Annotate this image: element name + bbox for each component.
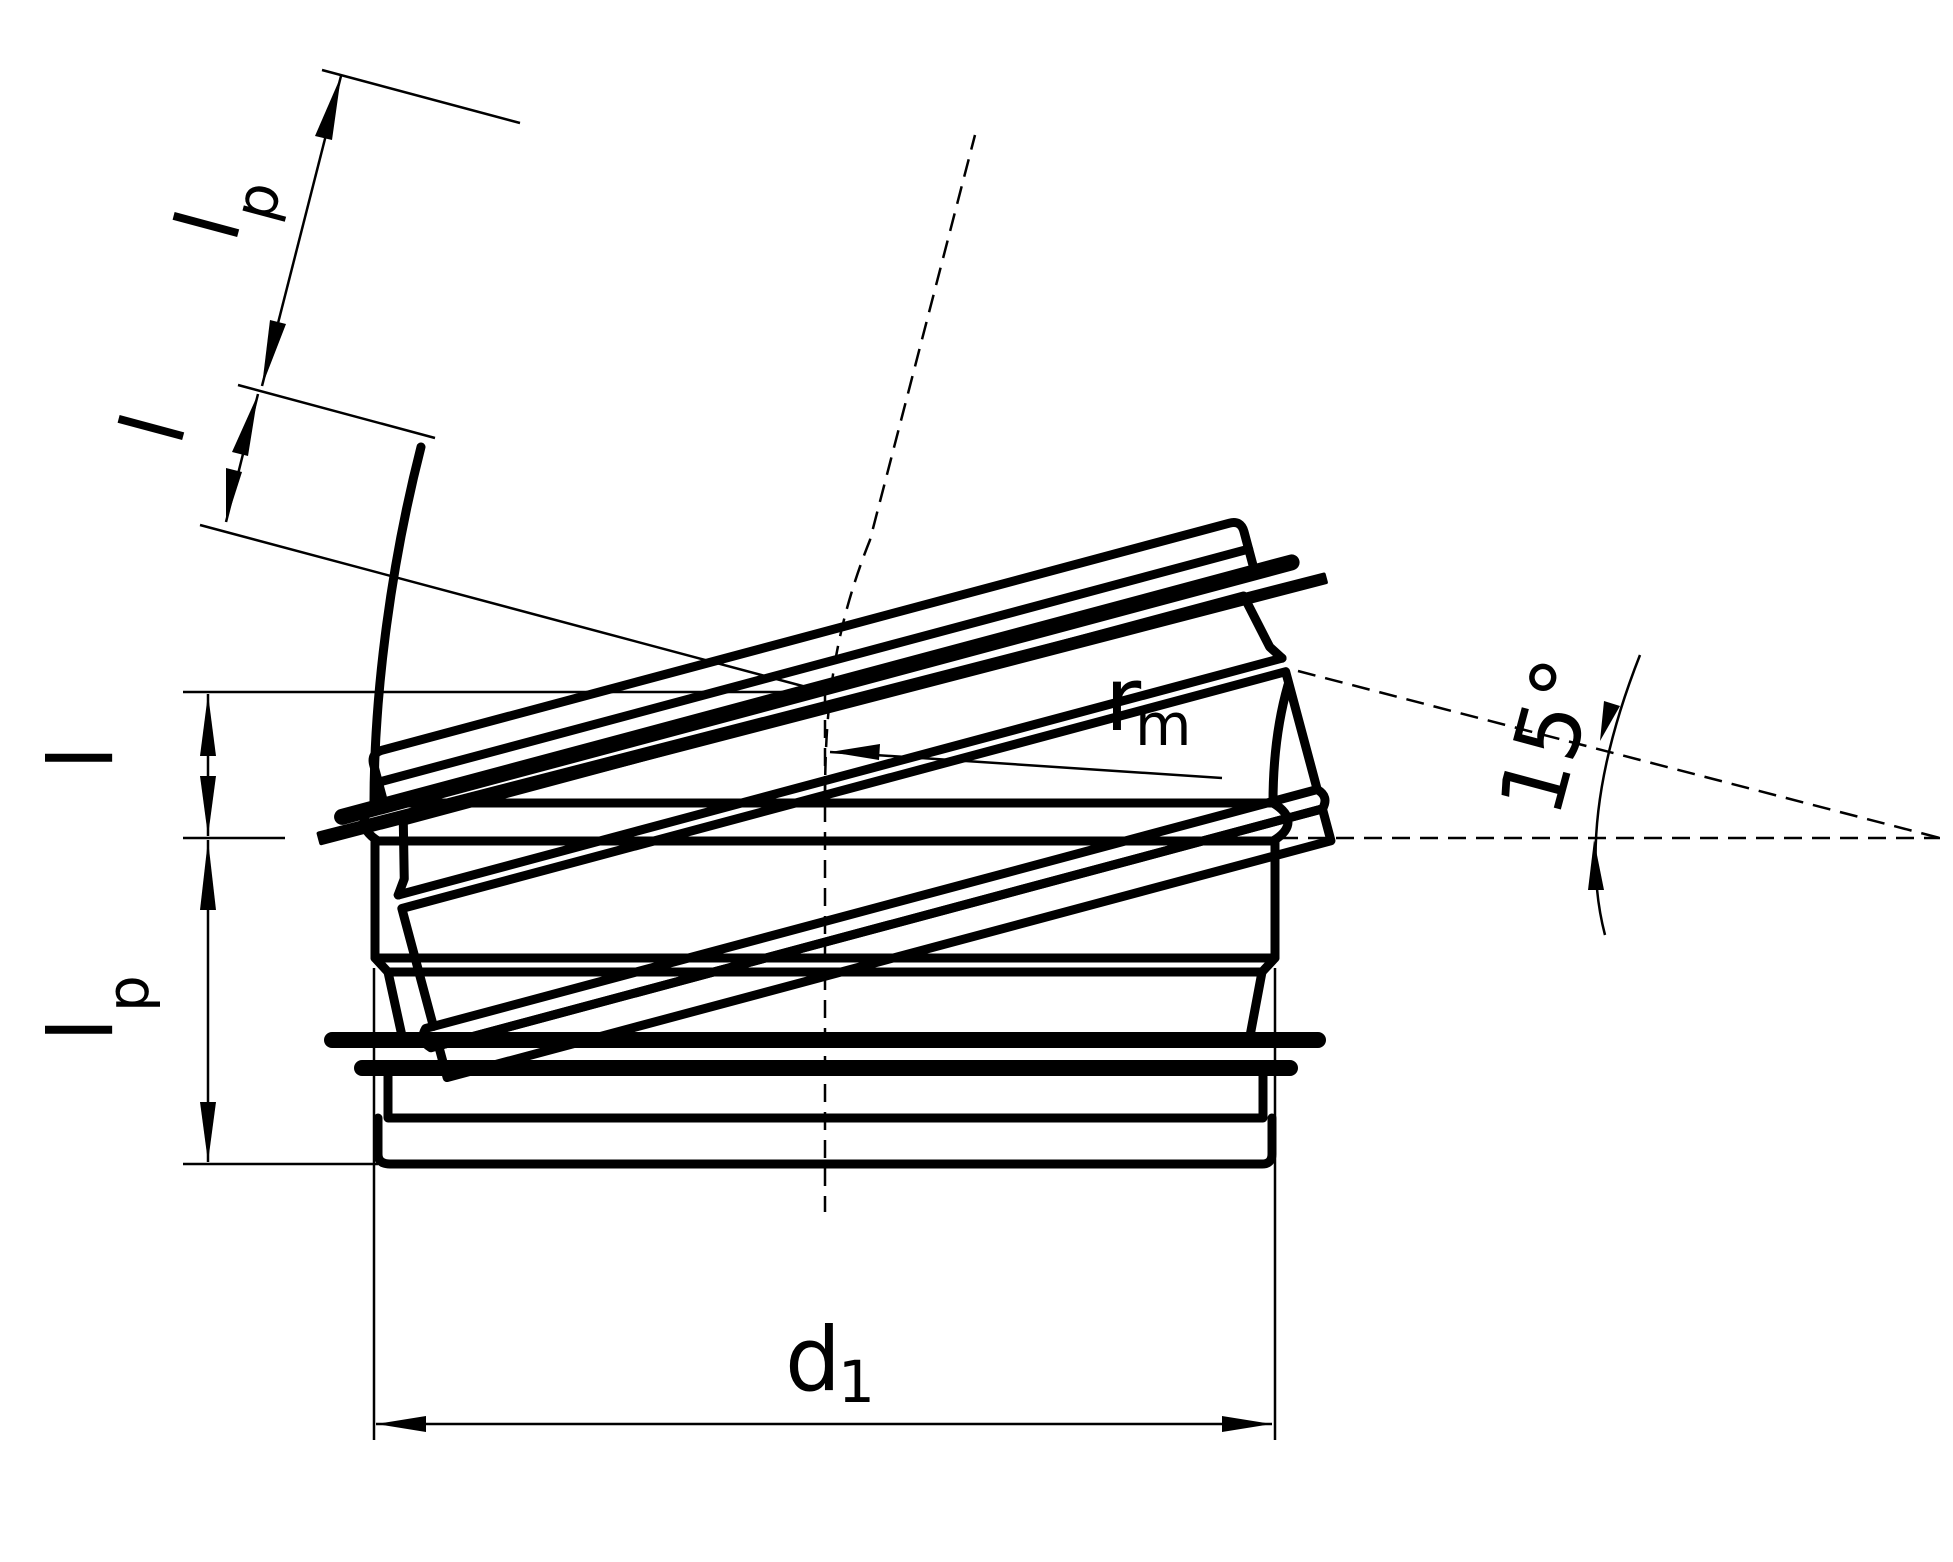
ext-line-top-3: [199, 523, 826, 694]
arrow-d1-right: [1222, 1416, 1272, 1432]
upper-collar: [418, 785, 1330, 1053]
label-rm-main: r: [1105, 648, 1142, 751]
arrow-l-left-top: [200, 694, 216, 756]
arrow-rm: [830, 744, 880, 760]
arrow-angle-lower: [1588, 840, 1604, 890]
elbow-left-wall: [369, 442, 426, 808]
arrow-l-left-bottom: [200, 776, 216, 836]
label-l-top: l: [101, 403, 207, 453]
dim-line-rm: [829, 750, 1223, 780]
label-d1-sub: 1: [838, 1348, 875, 1416]
ext-line-top-1: [321, 68, 521, 125]
arrow-lp-left-top: [200, 840, 216, 910]
label-lp-left: l p: [30, 975, 162, 1042]
lower-cap-rim: [373, 1113, 1277, 1169]
arrow-l-top-upper: [232, 394, 258, 456]
arrow-lp-top-upper: [315, 76, 341, 140]
upper-socket: [316, 518, 1336, 1083]
angle-arc-15: [1594, 654, 1642, 936]
elbow-right-wall: [1268, 680, 1293, 808]
label-lp-left-sub: p: [94, 975, 162, 1012]
upper-ridge: [393, 653, 1287, 900]
label-rm-sub: m: [1135, 691, 1192, 759]
label-angle: 15°: [1479, 648, 1619, 825]
label-l-left-text: l: [30, 746, 133, 770]
upper-gasket: [316, 572, 1328, 846]
lower-taper: [383, 967, 1267, 1041]
arrow-lp-top-lower: [262, 320, 286, 386]
label-lp-left-main: l: [30, 1018, 133, 1042]
upper-cap-inner: [373, 544, 1254, 787]
arrow-angle-upper: [1600, 701, 1620, 741]
label-angle-text: 15°: [1479, 648, 1619, 825]
arrow-lp-left-bottom: [200, 1102, 216, 1162]
upper-barrel: [397, 667, 1322, 1031]
bend-centerline: [823, 134, 977, 804]
arrow-l-top-lower: [226, 468, 242, 522]
label-l-top-text: l: [101, 403, 207, 453]
label-d1-main: d: [785, 1308, 841, 1411]
label-l-left: l: [30, 746, 133, 770]
label-lp-top: l p: [156, 174, 295, 250]
angled-reference-line: [1297, 669, 1941, 840]
arrow-d1-left: [376, 1416, 426, 1432]
ext-line-top-2: [237, 383, 436, 440]
